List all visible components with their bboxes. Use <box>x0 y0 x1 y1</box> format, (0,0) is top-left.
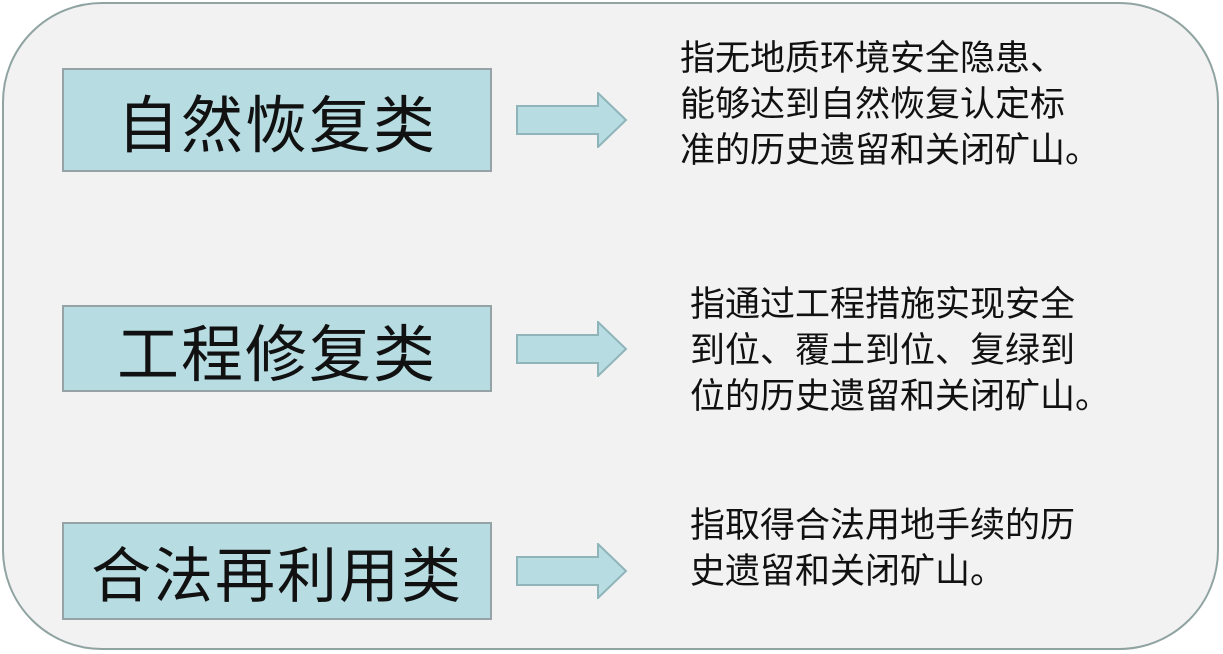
description-line: 能够达到自然恢复认定标 <box>680 85 1066 125</box>
category-label: 合法再利用类 <box>91 541 463 612</box>
description-line: 指通过工程措施实现安全 <box>690 285 1076 325</box>
right-arrow-icon <box>516 92 628 148</box>
category-box-natural-recovery: 自然恢复类 <box>62 68 492 172</box>
category-box-engineering-repair: 工程修复类 <box>62 305 492 392</box>
category-label: 自然恢复类 <box>116 89 437 162</box>
category-description: 指通过工程措施实现安全 到位、覆土到位、复绿到 位的历史遗留和关闭矿山。 <box>690 282 1110 420</box>
category-box-legal-reuse: 合法再利用类 <box>62 522 492 620</box>
description-line: 史遗留和关闭矿山。 <box>690 552 1006 592</box>
category-description: 指无地质环境安全隐患、 能够达到自然恢复认定标 准的历史遗留和关闭矿山。 <box>680 36 1100 174</box>
description-line: 指无地质环境安全隐患、 <box>680 39 1066 79</box>
right-arrow-icon <box>516 543 628 599</box>
description-line: 到位、覆土到位、复绿到 <box>690 331 1076 371</box>
description-line: 位的历史遗留和关闭矿山。 <box>690 377 1111 417</box>
right-arrow-icon <box>516 321 628 377</box>
description-line: 指取得合法用地手续的历 <box>690 506 1076 546</box>
category-description: 指取得合法用地手续的历 史遗留和关闭矿山。 <box>690 503 1075 595</box>
description-line: 准的历史遗留和关闭矿山。 <box>680 131 1101 171</box>
category-label: 工程修复类 <box>116 317 437 391</box>
